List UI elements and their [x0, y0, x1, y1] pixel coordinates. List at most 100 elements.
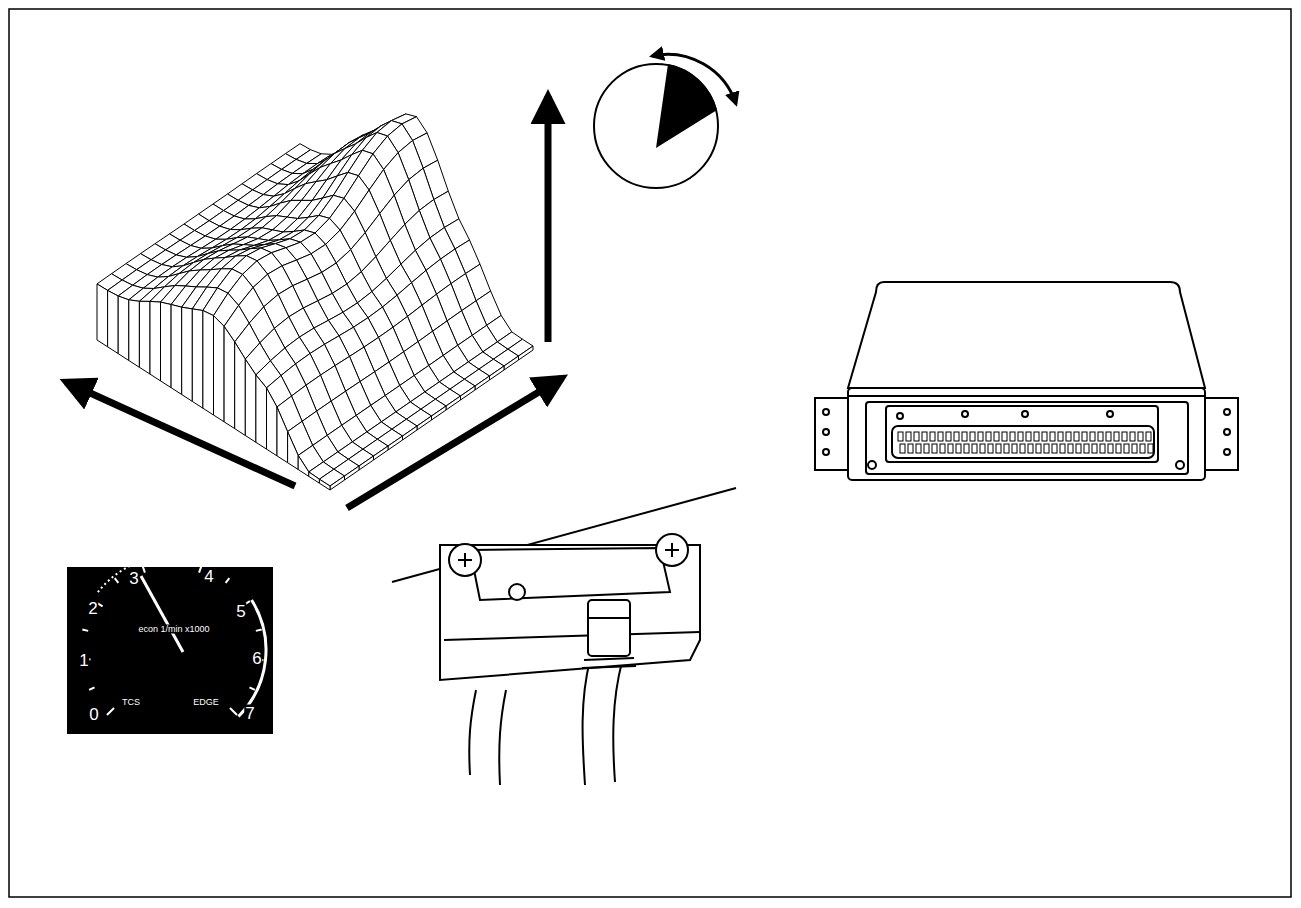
gauge-tick — [249, 687, 254, 690]
pin — [988, 444, 993, 453]
gauge-text: TCS — [121, 698, 141, 707]
axis-arrow — [347, 378, 562, 508]
gauge-number: 0 — [88, 706, 99, 723]
map-wall — [256, 375, 267, 449]
pin — [1058, 432, 1063, 441]
pin — [1114, 432, 1119, 441]
pin — [1034, 432, 1039, 441]
gauge-tick — [142, 563, 145, 572]
pin — [1052, 444, 1057, 453]
pin — [898, 432, 903, 441]
pin — [1130, 432, 1135, 441]
pin — [922, 432, 927, 441]
gauge-number: 6 — [251, 650, 262, 667]
pin — [1066, 432, 1071, 441]
gauge-number: 1 — [78, 652, 89, 669]
pin — [1076, 444, 1081, 453]
pin — [1082, 432, 1087, 441]
pin — [978, 432, 983, 441]
pin — [1018, 432, 1023, 441]
pin — [1036, 444, 1041, 453]
gauge-number: 3 — [128, 570, 139, 587]
pin — [964, 444, 969, 453]
gauge-tick — [115, 578, 119, 583]
map-wall — [97, 284, 108, 347]
pin — [1108, 444, 1113, 453]
pin — [1060, 444, 1065, 453]
pin — [1140, 444, 1145, 453]
map-wall — [192, 309, 203, 408]
gauge-tick — [89, 687, 94, 690]
gauge-number: 5 — [235, 603, 246, 620]
map-wall — [388, 436, 403, 450]
pin — [1106, 432, 1111, 441]
pin — [1146, 432, 1151, 441]
map-wall — [461, 386, 476, 400]
map-wall — [139, 301, 150, 374]
pin — [1044, 444, 1049, 453]
pin — [970, 432, 975, 441]
pin — [930, 432, 935, 441]
gauge-tick — [171, 558, 173, 564]
pin — [1020, 444, 1025, 453]
pin — [1026, 432, 1031, 441]
pin — [1124, 444, 1129, 453]
pin — [1010, 432, 1015, 441]
pin — [1002, 432, 1007, 441]
gauge-number: 2 — [87, 600, 98, 617]
angle-circle — [594, 54, 736, 188]
pin — [1012, 444, 1017, 453]
gauge-tick — [230, 708, 237, 715]
gauge-tick — [226, 578, 230, 583]
map-wall — [298, 455, 309, 476]
pin — [1028, 444, 1033, 453]
map-wall — [330, 476, 345, 490]
pin — [1100, 444, 1105, 453]
pin — [1090, 432, 1095, 441]
rev-counter — [67, 558, 273, 734]
pin — [980, 444, 985, 453]
gauge-number: 7 — [244, 705, 255, 722]
pin — [1092, 444, 1097, 453]
map-wall — [319, 479, 330, 490]
pin — [1148, 444, 1153, 453]
pin — [924, 444, 929, 453]
pin — [962, 432, 967, 441]
map-wall — [108, 290, 119, 353]
pin — [946, 432, 951, 441]
map-wall — [417, 416, 432, 430]
pin — [956, 444, 961, 453]
pin — [908, 444, 913, 453]
map-wall — [203, 311, 214, 416]
map-wall — [182, 307, 193, 401]
pin — [900, 444, 905, 453]
pin — [1042, 432, 1047, 441]
pin — [906, 432, 911, 441]
pin — [972, 444, 977, 453]
map-wall — [446, 396, 461, 410]
pin — [1050, 432, 1055, 441]
map-wall — [490, 366, 505, 380]
ignition-module — [392, 488, 736, 785]
map-wall — [161, 302, 172, 388]
map-wall — [118, 296, 129, 361]
connector-pins — [898, 432, 1153, 453]
pin — [1084, 444, 1089, 453]
map-wall — [277, 407, 288, 463]
map-wall — [359, 456, 374, 470]
pin — [1098, 432, 1103, 441]
map-wall — [309, 472, 320, 483]
pin — [1068, 444, 1073, 453]
map-wall — [171, 305, 182, 395]
pin — [916, 444, 921, 453]
map-wall — [374, 446, 389, 460]
map-wall — [214, 316, 225, 422]
map-wall — [403, 426, 418, 440]
pin — [996, 444, 1001, 453]
map-wall — [288, 432, 299, 470]
gauge-unit: econ 1/min x1000 — [137, 625, 210, 634]
pin — [1116, 444, 1121, 453]
gauge-tick — [107, 708, 114, 715]
pin — [940, 444, 945, 453]
